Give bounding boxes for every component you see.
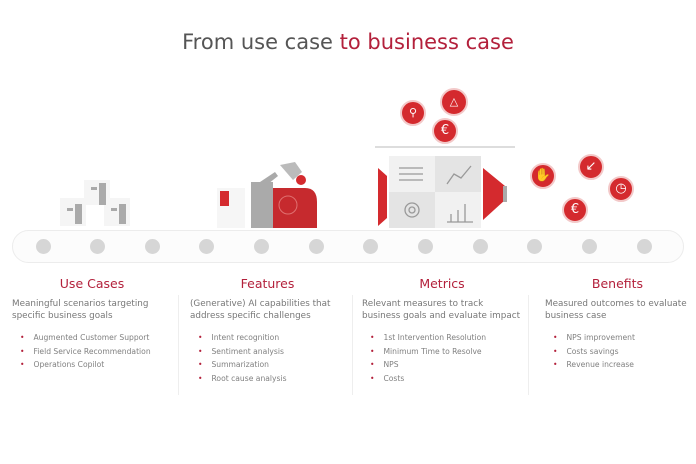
list-item: Augmented Customer Support bbox=[20, 331, 172, 345]
belt-roller bbox=[363, 239, 378, 254]
list-item: Sentiment analysis bbox=[198, 345, 345, 359]
list-item: Root cause analysis bbox=[198, 372, 345, 386]
column-heading: Metrics bbox=[419, 276, 465, 291]
list-item: NPS bbox=[370, 358, 522, 372]
euro-coin-icon: € bbox=[432, 118, 458, 144]
belt-roller bbox=[36, 239, 51, 254]
list-item: Costs savings bbox=[553, 345, 690, 359]
belt-roller bbox=[199, 239, 214, 254]
belt-roller bbox=[418, 239, 433, 254]
use-case-boxes-icon bbox=[60, 180, 130, 226]
list-item: 1st Intervention Resolution bbox=[370, 331, 522, 345]
list-item: Revenue increase bbox=[553, 358, 690, 372]
belt-roller bbox=[582, 239, 597, 254]
metrics-funnel-icon bbox=[375, 146, 515, 228]
thumbs-up-coin-icon: ✋ bbox=[530, 163, 556, 189]
column-features: Features (Generative) AI capabilities th… bbox=[190, 276, 345, 386]
belt-roller bbox=[309, 239, 324, 254]
list-item: Minimum Time to Resolve bbox=[370, 345, 522, 359]
shapes-coin-icon: △ bbox=[440, 88, 468, 116]
euro-benefit-coin-icon: € bbox=[562, 197, 588, 223]
column-description: (Generative) AI capabilities that addres… bbox=[190, 299, 331, 321]
person-coin-icon: ⚲ bbox=[400, 100, 426, 126]
divider bbox=[178, 295, 179, 395]
list-item: Field Service Recommendation bbox=[20, 345, 172, 359]
belt-roller bbox=[637, 239, 652, 254]
belt-roller bbox=[145, 239, 160, 254]
arrow-down-coin-icon: ↙ bbox=[578, 154, 604, 180]
divider bbox=[352, 295, 353, 395]
belt-roller bbox=[473, 239, 488, 254]
column-heading: Features bbox=[240, 276, 295, 291]
column-benefits: Benefits Measured outcomes to evaluate b… bbox=[545, 276, 690, 372]
column-heading: Use Cases bbox=[59, 276, 125, 291]
title-part1: From use case bbox=[182, 30, 333, 54]
list-item: Summarization bbox=[198, 358, 345, 372]
list-item: Costs bbox=[370, 372, 522, 386]
list-item: NPS improvement bbox=[553, 331, 690, 345]
stopwatch-coin-icon: ◷ bbox=[608, 176, 634, 202]
belt-roller bbox=[254, 239, 269, 254]
column-description: Relevant measures to track business goal… bbox=[362, 299, 521, 321]
column-description: Meaningful scenarios targeting specific … bbox=[12, 299, 149, 321]
title-accent: to business case bbox=[339, 30, 514, 54]
column-use-cases: Use Cases Meaningful scenarios targeting… bbox=[12, 276, 172, 372]
belt-roller bbox=[527, 239, 542, 254]
column-description: Measured outcomes to evaluate business c… bbox=[545, 299, 687, 321]
divider bbox=[528, 295, 529, 395]
list-item: Operations Copilot bbox=[20, 358, 172, 372]
column-heading: Benefits bbox=[591, 276, 644, 291]
page-title: From use case to business case bbox=[0, 30, 696, 54]
conveyor-belt bbox=[12, 230, 684, 263]
list-item: Intent recognition bbox=[198, 331, 345, 345]
column-metrics: Metrics Relevant measures to track busin… bbox=[362, 276, 522, 386]
features-machine-icon bbox=[217, 162, 317, 228]
belt-roller bbox=[90, 239, 105, 254]
